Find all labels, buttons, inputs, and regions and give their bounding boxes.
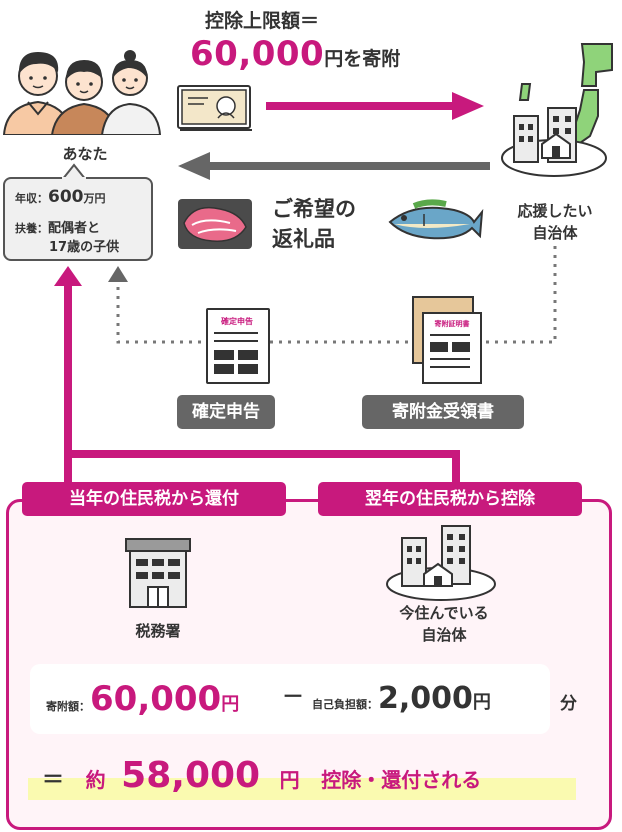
donation-certificate-icon: 寄附証明書	[422, 312, 482, 384]
tax-office-icon	[125, 538, 191, 608]
japan-map-icon	[501, 43, 613, 177]
person-right-icon	[100, 50, 162, 135]
local-government-label: 今住んでいる 自治体	[384, 602, 504, 646]
income-row: 年収：600万円	[15, 187, 106, 207]
current-year-refund-tag: 当年の住民税から還付	[22, 482, 286, 516]
tax-return-document-icon: 確定申告	[206, 308, 270, 384]
dependents-label: 扶養：	[15, 222, 48, 235]
document-flow-lines	[108, 246, 557, 344]
income-label: 年収：	[15, 192, 48, 205]
dependents-line1: 配偶者と	[48, 221, 101, 236]
result-yen: 円	[279, 768, 300, 792]
deduction-limit-title: 控除上限額＝	[205, 10, 320, 32]
municipality-label: 応援したい 自治体	[490, 200, 620, 244]
person-left-icon	[2, 52, 74, 135]
self-burden-label: 自己負担額：	[312, 698, 378, 711]
donation-arrow	[266, 92, 484, 120]
income-value: 600	[48, 187, 84, 207]
refund-flow-lines	[54, 266, 460, 486]
family-illustration	[2, 50, 162, 135]
result-highlight	[28, 778, 576, 800]
bubble-pointer	[61, 163, 87, 181]
donation-label: 寄附額：	[46, 700, 90, 713]
dependents-line2: 17歳の子供	[49, 240, 120, 255]
formula-donation: 寄附額：60,000円	[46, 677, 239, 729]
meat-gift-icon	[178, 199, 252, 249]
fish-gift-icon	[388, 199, 484, 240]
minus-sign: －	[282, 685, 305, 710]
municipality-label-line2: 自治体	[532, 224, 578, 242]
person-middle-icon	[50, 60, 118, 135]
tax-return-document-text: 確定申告	[221, 317, 253, 326]
formula-card	[30, 664, 550, 734]
donation-amount-heading: 60,000円を寄附	[190, 34, 400, 74]
local-government-icon	[386, 525, 496, 601]
gift-label-line1: ご希望の	[272, 197, 356, 221]
donation-certificate-text: 寄附証明書	[434, 320, 470, 328]
local-government-label-line1: 今住んでいる	[399, 604, 489, 622]
result-text: 控除・還付される	[321, 768, 482, 792]
portion-label: 分	[560, 694, 577, 714]
donation-value: 60,000	[90, 679, 222, 719]
self-burden-yen: 円	[472, 692, 491, 713]
bubble-pointer-join	[62, 177, 86, 181]
approx-label: 約	[85, 768, 106, 792]
household-info-bubble: 年収：600万円 扶養：配偶者と 17歳の子供	[3, 177, 153, 261]
donation-amount-suffix: 円を寄附	[324, 48, 401, 70]
tax-office-label: 税務署	[135, 622, 181, 640]
donation-yen: 円	[221, 694, 240, 715]
gift-label-line2: 返礼品	[272, 227, 335, 251]
donation-receipt-tag: 寄附金受領書	[362, 395, 524, 429]
equals-sign: ＝	[42, 768, 65, 793]
result-value: 58,000	[121, 755, 261, 796]
gift-label: ご希望の 返礼品	[272, 194, 356, 254]
tax-return-tag: 確定申告	[177, 395, 275, 429]
return-gift-arrow	[178, 152, 490, 180]
donation-amount: 60,000	[190, 34, 325, 74]
municipality-label-line1: 応援したい	[517, 202, 593, 220]
local-government-label-line2: 自治体	[421, 626, 467, 644]
you-label: あなた	[62, 145, 108, 163]
banknote-icon	[177, 85, 252, 131]
formula-self-burden: 自己負担額：2,000円	[312, 677, 491, 727]
next-year-deduction-tag: 翌年の住民税から控除	[318, 482, 582, 516]
result-line: ＝ 約 58,000 円 控除・還付される	[42, 756, 481, 802]
self-burden-value: 2,000	[378, 681, 473, 716]
dependents-row: 扶養：配偶者と	[15, 217, 100, 236]
income-unit: 万円	[83, 192, 106, 205]
